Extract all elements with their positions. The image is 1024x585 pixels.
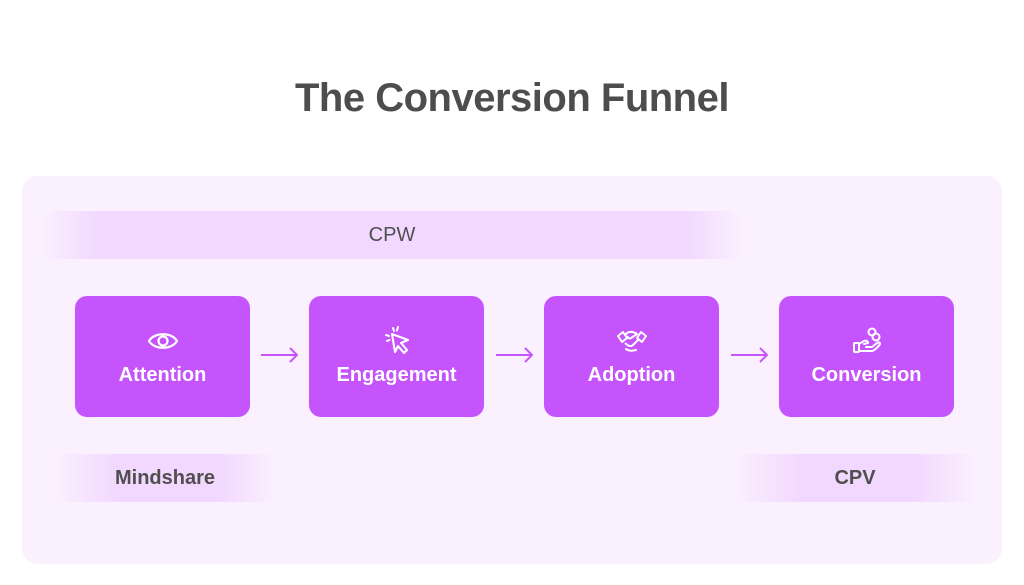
band-mindshare: Mindshare (55, 454, 275, 502)
stage-label: Attention (118, 364, 207, 386)
band-cpw: CPW (42, 211, 742, 259)
stage-attention: Attention (75, 296, 250, 417)
band-cpv-label: CPV (834, 466, 876, 489)
stage-label: Engagement (336, 364, 457, 386)
eye-icon (147, 333, 178, 349)
stage-engagement: Engagement (309, 296, 484, 417)
band-mindshare-label: Mindshare (114, 466, 216, 489)
cursor-click-icon (384, 326, 409, 355)
arrow-right-icon (731, 347, 769, 363)
arrow-right-icon (261, 347, 299, 363)
band-cpw-label: CPW (368, 223, 416, 246)
arrow-right-icon (496, 347, 534, 363)
stage-conversion: Conversion (779, 296, 954, 417)
hand-coins-icon (852, 327, 881, 353)
handshake-icon (616, 330, 647, 352)
diagram-title: The Conversion Funnel (295, 76, 729, 120)
band-cpv: CPV (735, 454, 975, 502)
stage-label: Conversion (811, 364, 922, 386)
stage-label: Adoption (587, 364, 676, 386)
stage-adoption: Adoption (544, 296, 719, 417)
